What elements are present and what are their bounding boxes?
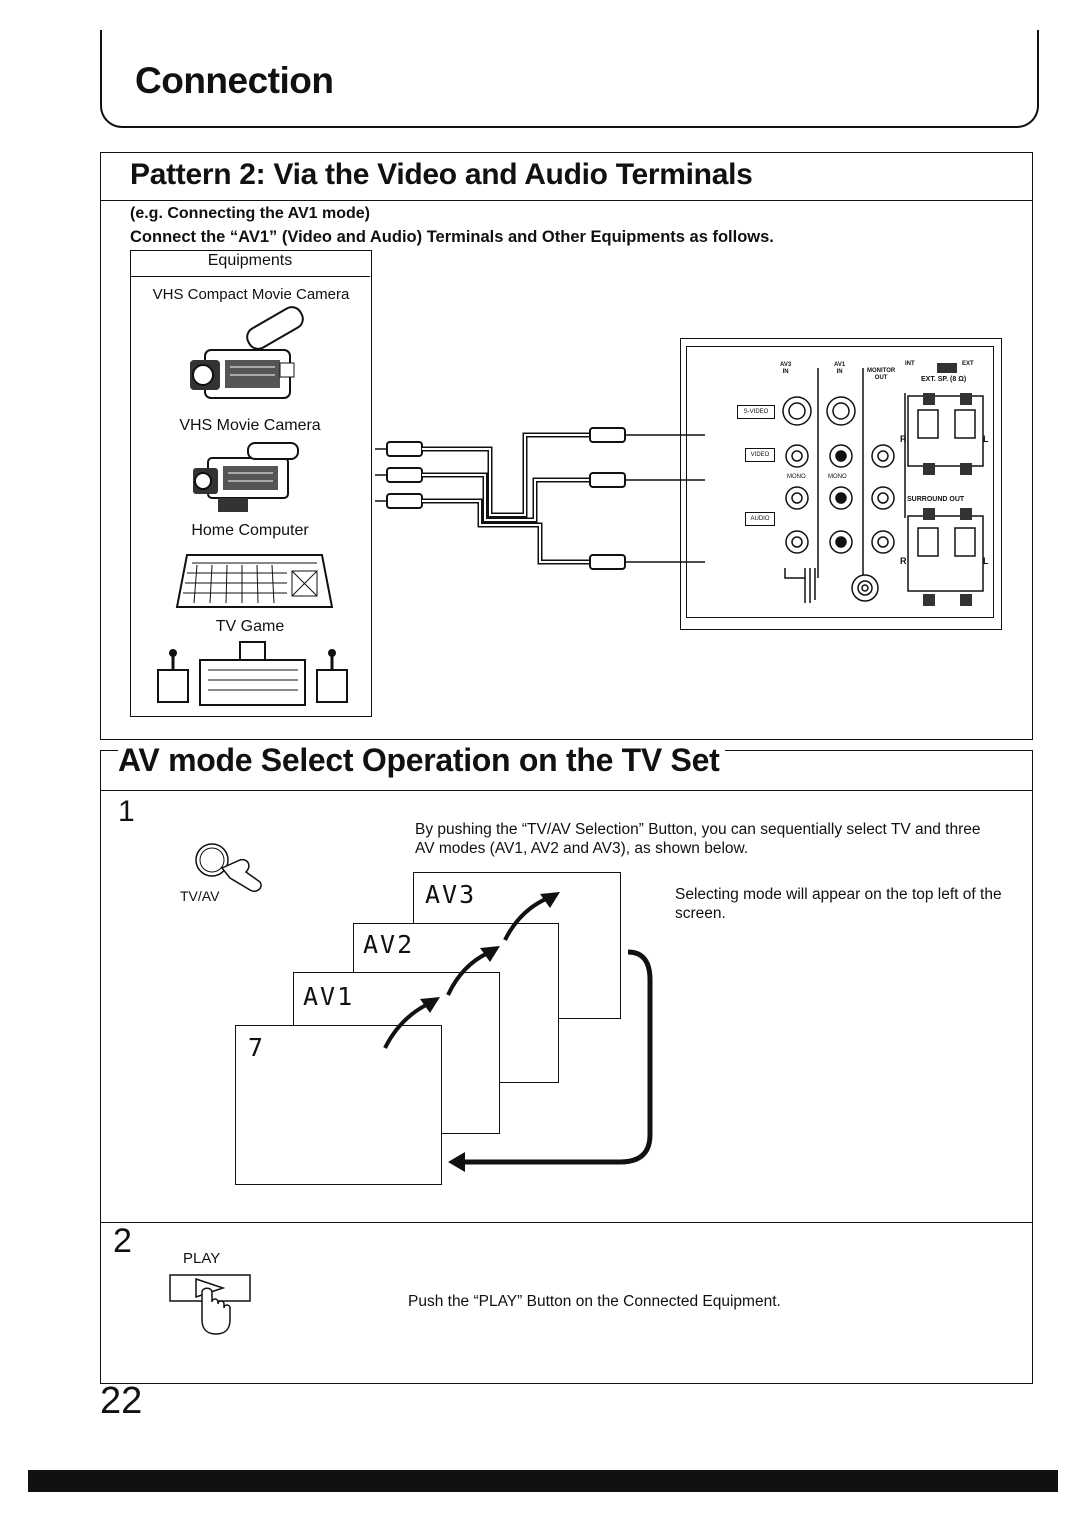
home-computer-icon	[175, 554, 334, 608]
ext-sp-label: EXT. SP. (8 Ω)	[921, 376, 967, 383]
bottom-bar	[28, 1470, 1058, 1492]
screen-av3-label: AV3	[425, 880, 477, 909]
equipment-label-home-computer: Home Computer	[191, 522, 309, 539]
pattern-heading-rule	[100, 200, 1033, 201]
movie-camera-icon	[193, 442, 299, 512]
instruction-text: Connect the “AV1” (Video and Audio) Term…	[130, 228, 774, 246]
mono-label-av3: MONO	[787, 474, 806, 480]
equipments-header-cell	[130, 250, 370, 277]
l-label-bottom: L	[983, 556, 989, 566]
s-video-label: S-VIDEO	[737, 405, 775, 419]
page-number: 22	[100, 1380, 143, 1422]
av-mode-heading-rule	[100, 790, 1033, 791]
terminal-jacks-drawing	[782, 363, 984, 606]
step2-description: Push the “PLAY” Button on the Connected …	[408, 1293, 781, 1310]
surround-out-label: SURROUND OUT	[907, 496, 965, 503]
example-text: (e.g. Connecting the AV1 mode)	[130, 205, 371, 222]
compact-camera-icon	[190, 306, 304, 399]
play-button-icon[interactable]	[168, 1270, 258, 1338]
av1-in-label: AV1 IN	[834, 362, 846, 375]
step1-number: 1	[118, 795, 135, 828]
tv-game-icon	[157, 641, 348, 706]
step1-description: By pushing the “TV/AV Selection” Button,…	[415, 821, 981, 857]
step2-divider	[100, 1222, 1033, 1223]
screen-av1-label: AV1	[303, 982, 355, 1011]
equipments-header: Equipments	[207, 252, 293, 269]
terminal-panel	[680, 338, 1002, 630]
step2-number: 2	[113, 1222, 132, 1260]
monitor-out-label: MONITOR OUT	[867, 368, 896, 381]
page-title: Connection	[135, 60, 334, 101]
equipments-box	[130, 250, 372, 717]
r-label-top: R	[900, 434, 907, 444]
equipment-label-tv-game: TV Game	[215, 618, 285, 635]
tv-av-label: TV/AV	[180, 888, 220, 904]
play-label: PLAY	[183, 1250, 221, 1267]
audio-label: AUDIO	[745, 512, 775, 526]
terminal-panel-inner	[686, 346, 994, 618]
av-cables	[375, 427, 705, 570]
mono-label-av1: MONO	[828, 474, 847, 480]
equipment-label-movie-camera: VHS Movie Camera	[179, 417, 321, 434]
l-label-top: L	[983, 434, 989, 444]
pattern-heading: Pattern 2: Via the Video and Audio Termi…	[130, 158, 753, 191]
int-label: INT	[905, 361, 915, 367]
av3-in-label: AV3 IN	[780, 362, 792, 375]
mode-cycle-arrows	[383, 892, 653, 1172]
header-frame	[100, 30, 1039, 128]
equipment-label-compact-camera: VHS Compact Movie Camera	[152, 286, 350, 303]
step1-note: Selecting mode will appear on the top le…	[675, 886, 1002, 922]
video-label: VIDEO	[745, 448, 775, 462]
av-mode-heading: AV mode Select Operation on the TV Set	[118, 742, 726, 779]
screen-av2-label: AV2	[363, 930, 415, 959]
r-label-bottom: R	[900, 556, 907, 566]
ext-label: EXT	[962, 361, 974, 367]
pattern-section	[100, 152, 1033, 740]
screen-tv	[235, 1025, 442, 1185]
screen-tv-label: 7	[248, 1033, 266, 1062]
tv-av-button-icon[interactable]	[190, 838, 270, 898]
